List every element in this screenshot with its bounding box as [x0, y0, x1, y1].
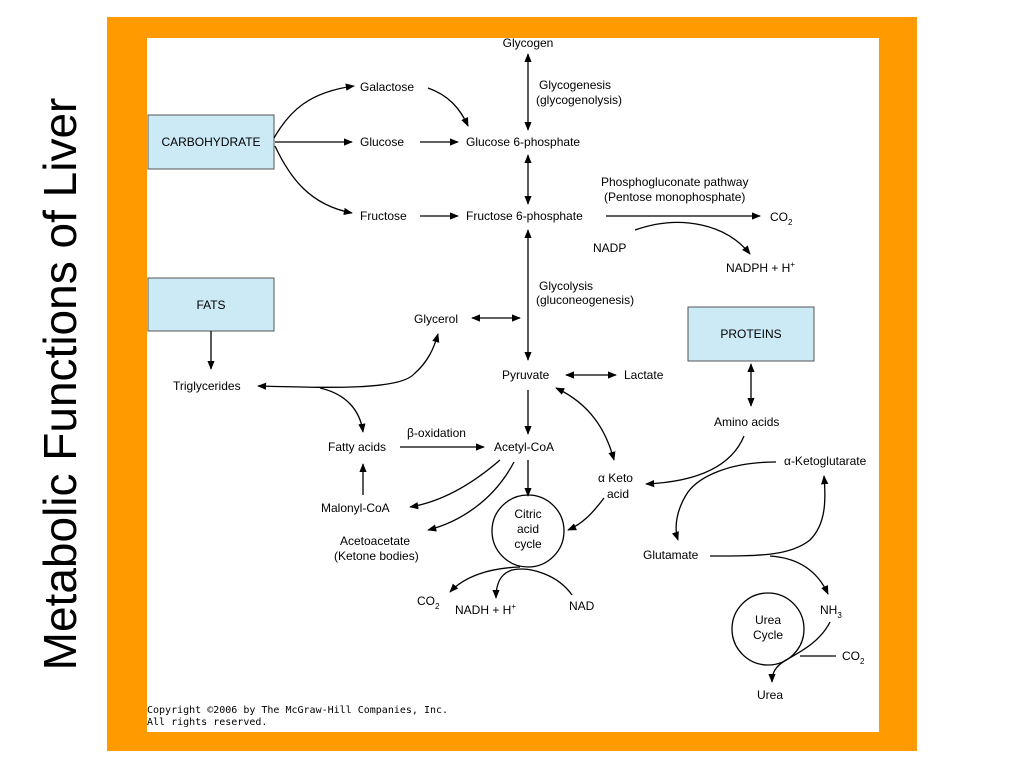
- nh3-label: NH3: [820, 603, 842, 620]
- co2-bottom-label: CO2: [417, 594, 440, 611]
- amino-acids-label: Amino acids: [714, 415, 779, 429]
- nadp-label: NADP: [593, 241, 626, 255]
- acetyl-coa-label: Acetyl-CoA: [494, 440, 554, 454]
- arrow-aminoacids-ketoacid: [645, 435, 745, 488]
- diagram-panel: CARBOHYDRATE FATS PROTEINS: [147, 38, 879, 732]
- nad-label: NAD: [569, 599, 595, 613]
- citric-acid-cycle: [491, 494, 565, 568]
- acetoacetate-label: Acetoacetate: [340, 534, 410, 548]
- citric-label-3: cycle: [514, 537, 542, 551]
- fats-box: FATS: [147, 277, 275, 332]
- nadh-label: NADH + H+: [455, 602, 516, 617]
- arrow-nad-nadh: [492, 568, 573, 599]
- pentose-label: (Pentose monophosphate): [604, 190, 745, 204]
- arrow-nadp-nadph: [634, 221, 751, 255]
- galactose-label: Galactose: [360, 80, 414, 94]
- copyright-line-1: Copyright ©2006 by The McGraw-Hill Compa…: [147, 705, 449, 716]
- arrow-ketoglutarate-glutamate: [671, 461, 777, 541]
- copyright-line-2: All rights reserved.: [147, 717, 268, 728]
- co2-top-label: CO2: [770, 210, 793, 227]
- lactate-label: Lactate: [624, 368, 664, 382]
- fats-label: FATS: [196, 298, 225, 312]
- alpha-keto-acid-label-2: acid: [607, 487, 629, 501]
- urea-cycle-label-2: Cycle: [753, 628, 783, 642]
- proteins-label: PROTEINS: [720, 327, 781, 341]
- urea-cycle-label-1: Urea: [755, 613, 781, 627]
- urea-cycle: [731, 592, 805, 666]
- copyright-notice: Copyright ©2006 by The McGraw-Hill Compa…: [147, 705, 448, 729]
- liver-metabolism-diagram: CARBOHYDRATE FATS PROTEINS: [147, 38, 867, 702]
- nadph-label: NADPH + H+: [726, 260, 795, 275]
- glycolysis-label: Glycolysis: [539, 279, 593, 293]
- fatty-acids-label: Fatty acids: [328, 440, 386, 454]
- fructose-label: Fructose: [360, 209, 407, 223]
- glucose-label: Glucose: [360, 135, 404, 149]
- ketone-bodies-label: (Ketone bodies): [334, 549, 419, 563]
- arrow-acetylcoa-acetoacetate: [427, 461, 515, 532]
- alpha-ketoglutarate-label: α-Ketoglutarate: [784, 454, 867, 468]
- arrow-acetylcoa-malonyl: [409, 459, 501, 510]
- glucose-6-phosphate-label: Glucose 6-phosphate: [466, 135, 580, 149]
- proteins-box: PROTEINS: [687, 306, 815, 362]
- triglycerides-label: Triglycerides: [173, 379, 241, 393]
- arrow-glutamate-ketoglutarate: [709, 475, 829, 557]
- glycogenolysis-label: (glycogenolysis): [536, 93, 622, 107]
- urea-label: Urea: [757, 688, 783, 702]
- arrow-pyruvate-ketoacid: [555, 387, 616, 461]
- gluconeogenesis-label: (gluconeogenesis): [536, 293, 634, 307]
- pyruvate-label: Pyruvate: [502, 368, 550, 382]
- arrow-triglycerides-glycerol: [257, 333, 440, 390]
- carbohydrate-box: CARBOHYDRATE: [147, 114, 275, 170]
- arrow-triglycerides-fattyacids: [319, 387, 366, 433]
- citric-label-1: Citric: [514, 507, 541, 521]
- arrow-glutamate-nh3: [769, 555, 829, 595]
- citric-label-2: acid: [517, 522, 539, 536]
- glutamate-label: Glutamate: [643, 548, 699, 562]
- phosphogluconate-label: Phosphogluconate pathway: [601, 175, 748, 189]
- glycogenesis-label: Glycogenesis: [539, 78, 611, 92]
- co2-urea-label: CO2: [842, 649, 865, 666]
- malonyl-coa-label: Malonyl-CoA: [321, 501, 390, 515]
- glycerol-label: Glycerol: [414, 312, 458, 326]
- arrow-galactose-g6p: [427, 87, 469, 127]
- alpha-keto-acid-label-1: α Keto: [598, 471, 633, 485]
- arrow-nh3-urea: [768, 621, 831, 683]
- arrow-carb-fructose: [274, 145, 353, 216]
- fructose-6-phosphate-label: Fructose 6-phosphate: [466, 209, 583, 223]
- arrow-ketoacid-citric: [567, 497, 605, 531]
- arrow-carb-galactose: [273, 83, 355, 139]
- beta-oxidation-label: β-oxidation: [407, 426, 466, 440]
- carbohydrate-label: CARBOHYDRATE: [161, 135, 260, 149]
- slide-title: Metabolic Functions of Liver: [34, 97, 86, 671]
- arrow-citric-co2: [449, 566, 521, 593]
- glycogen-label: Glycogen: [503, 38, 554, 50]
